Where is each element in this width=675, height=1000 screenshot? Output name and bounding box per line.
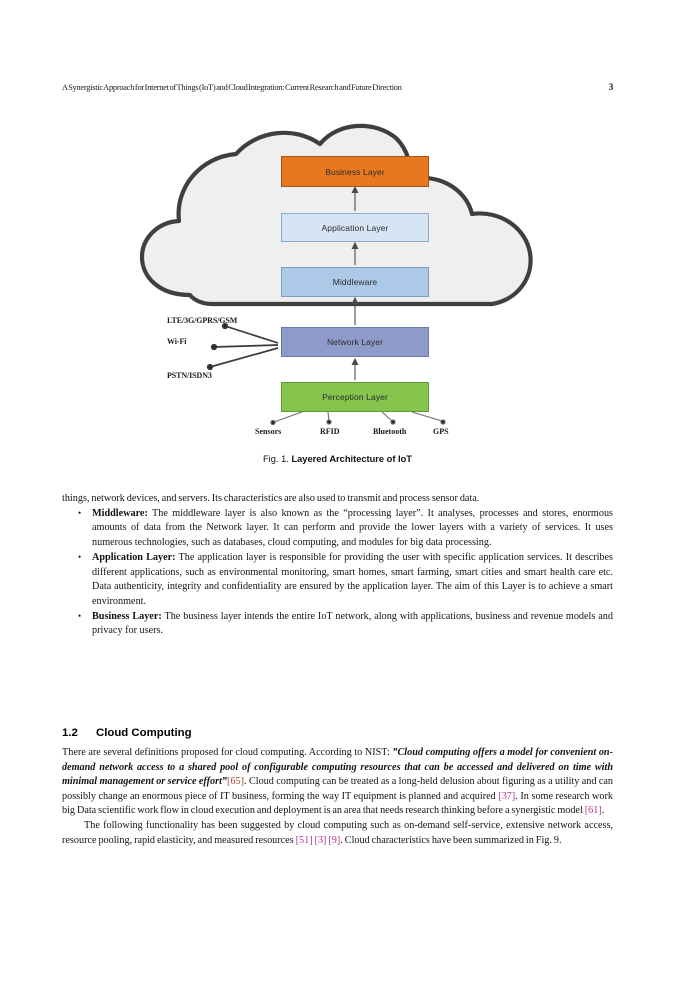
layer-box-application: Application Layer xyxy=(281,213,429,242)
citation-3: [3] xyxy=(314,834,327,846)
bullet-text-middleware: The middleware layer is also known as th… xyxy=(92,507,613,549)
citation-37: [37] xyxy=(498,790,516,802)
cloud-p2-part1: The following functionality has been sug… xyxy=(62,819,613,846)
cloud-p1-part4: . xyxy=(601,805,605,817)
bullet-text-application: The application layer is responsible for… xyxy=(92,551,614,607)
paragraph-cloud-2: The following functionality has been sug… xyxy=(62,819,613,848)
bullet-lead-middleware: Middleware: xyxy=(92,507,148,519)
layer-box-middleware: Middleware xyxy=(281,267,429,297)
network-technology-connectors xyxy=(206,322,279,371)
cloud-computing-body: There are several definitions proposed f… xyxy=(62,746,613,848)
citation-61: [61] xyxy=(584,805,602,817)
cloud-p1-part2: . Cloud computing can be treated as a lo… xyxy=(62,776,613,802)
layer-label-business: Business Layer xyxy=(325,166,385,177)
body-text-column: things, network devices, and servers. It… xyxy=(62,492,613,639)
layer-description-list: Middleware: The middleware layer is also… xyxy=(62,506,614,639)
network-label-lte: LTE/3G/GPRS/GSM xyxy=(167,316,238,325)
cloud-p2-part2: . Cloud characteristics have been summar… xyxy=(340,834,562,846)
figure-1: Business Layer Application Layer Middlew… xyxy=(62,110,613,475)
figure-caption-number: Fig. 1. xyxy=(263,454,289,464)
device-label-bluetooth: Bluetooth xyxy=(373,427,407,436)
cloud-p1-part3: . In some research work big Data scienti… xyxy=(62,790,613,817)
network-label-pstn: PSTN/ISDN3 xyxy=(167,371,212,380)
bullet-lead-application: Application Layer: xyxy=(92,551,176,563)
paragraph-cloud-1: There are several definitions proposed f… xyxy=(62,746,613,819)
layer-label-middleware: Middleware xyxy=(332,277,378,287)
bullet-text-business: The business layer intends the entire Io… xyxy=(92,610,613,637)
list-item: Middleware: The middleware layer is also… xyxy=(74,506,613,551)
layer-label-application: Application Layer xyxy=(321,222,389,233)
page-number: 3 xyxy=(608,82,614,92)
paragraph-continuation: things, network devices, and servers. It… xyxy=(62,493,480,504)
list-item: Application Layer: The application layer… xyxy=(74,550,614,610)
nist-quote: ”Cloud computing offers a model for conv… xyxy=(62,747,613,788)
cloud-p1-part1: There are several definitions proposed f… xyxy=(62,747,393,758)
device-label-gps: GPS xyxy=(433,427,449,436)
layer-label-network: Network Layer xyxy=(326,337,384,347)
figure-caption-text: Layered Architecture of IoT xyxy=(291,454,412,464)
running-header-title: A Synergistic Approach for Internet of T… xyxy=(62,83,402,92)
layer-box-business: Business Layer xyxy=(281,156,429,187)
section-title: Cloud Computing xyxy=(96,727,192,739)
layer-connectors xyxy=(351,185,359,380)
network-label-wifi: Wi-Fi xyxy=(167,337,187,346)
layer-box-network: Network Layer xyxy=(281,327,429,357)
citation-65: [65] xyxy=(227,776,244,788)
perception-device-connectors xyxy=(270,411,446,426)
device-label-sensors: Sensors xyxy=(255,427,282,436)
bullet-lead-business: Business Layer: xyxy=(92,610,162,622)
figure-caption: Fig. 1. Layered Architecture of IoT xyxy=(62,454,613,464)
citation-9: [9] xyxy=(328,834,341,846)
section-heading: 1.2 Cloud Computing xyxy=(62,727,613,739)
layer-label-perception: Perception Layer xyxy=(322,392,388,402)
section-number: 1.2 xyxy=(62,727,78,739)
citation-51: [51] xyxy=(295,834,313,846)
layer-box-perception: Perception Layer xyxy=(281,382,429,412)
running-header: A Synergistic Approach for Internet of T… xyxy=(62,82,613,92)
device-label-rfid: RFID xyxy=(320,427,340,436)
list-item: Business Layer: The business layer inten… xyxy=(74,609,613,639)
